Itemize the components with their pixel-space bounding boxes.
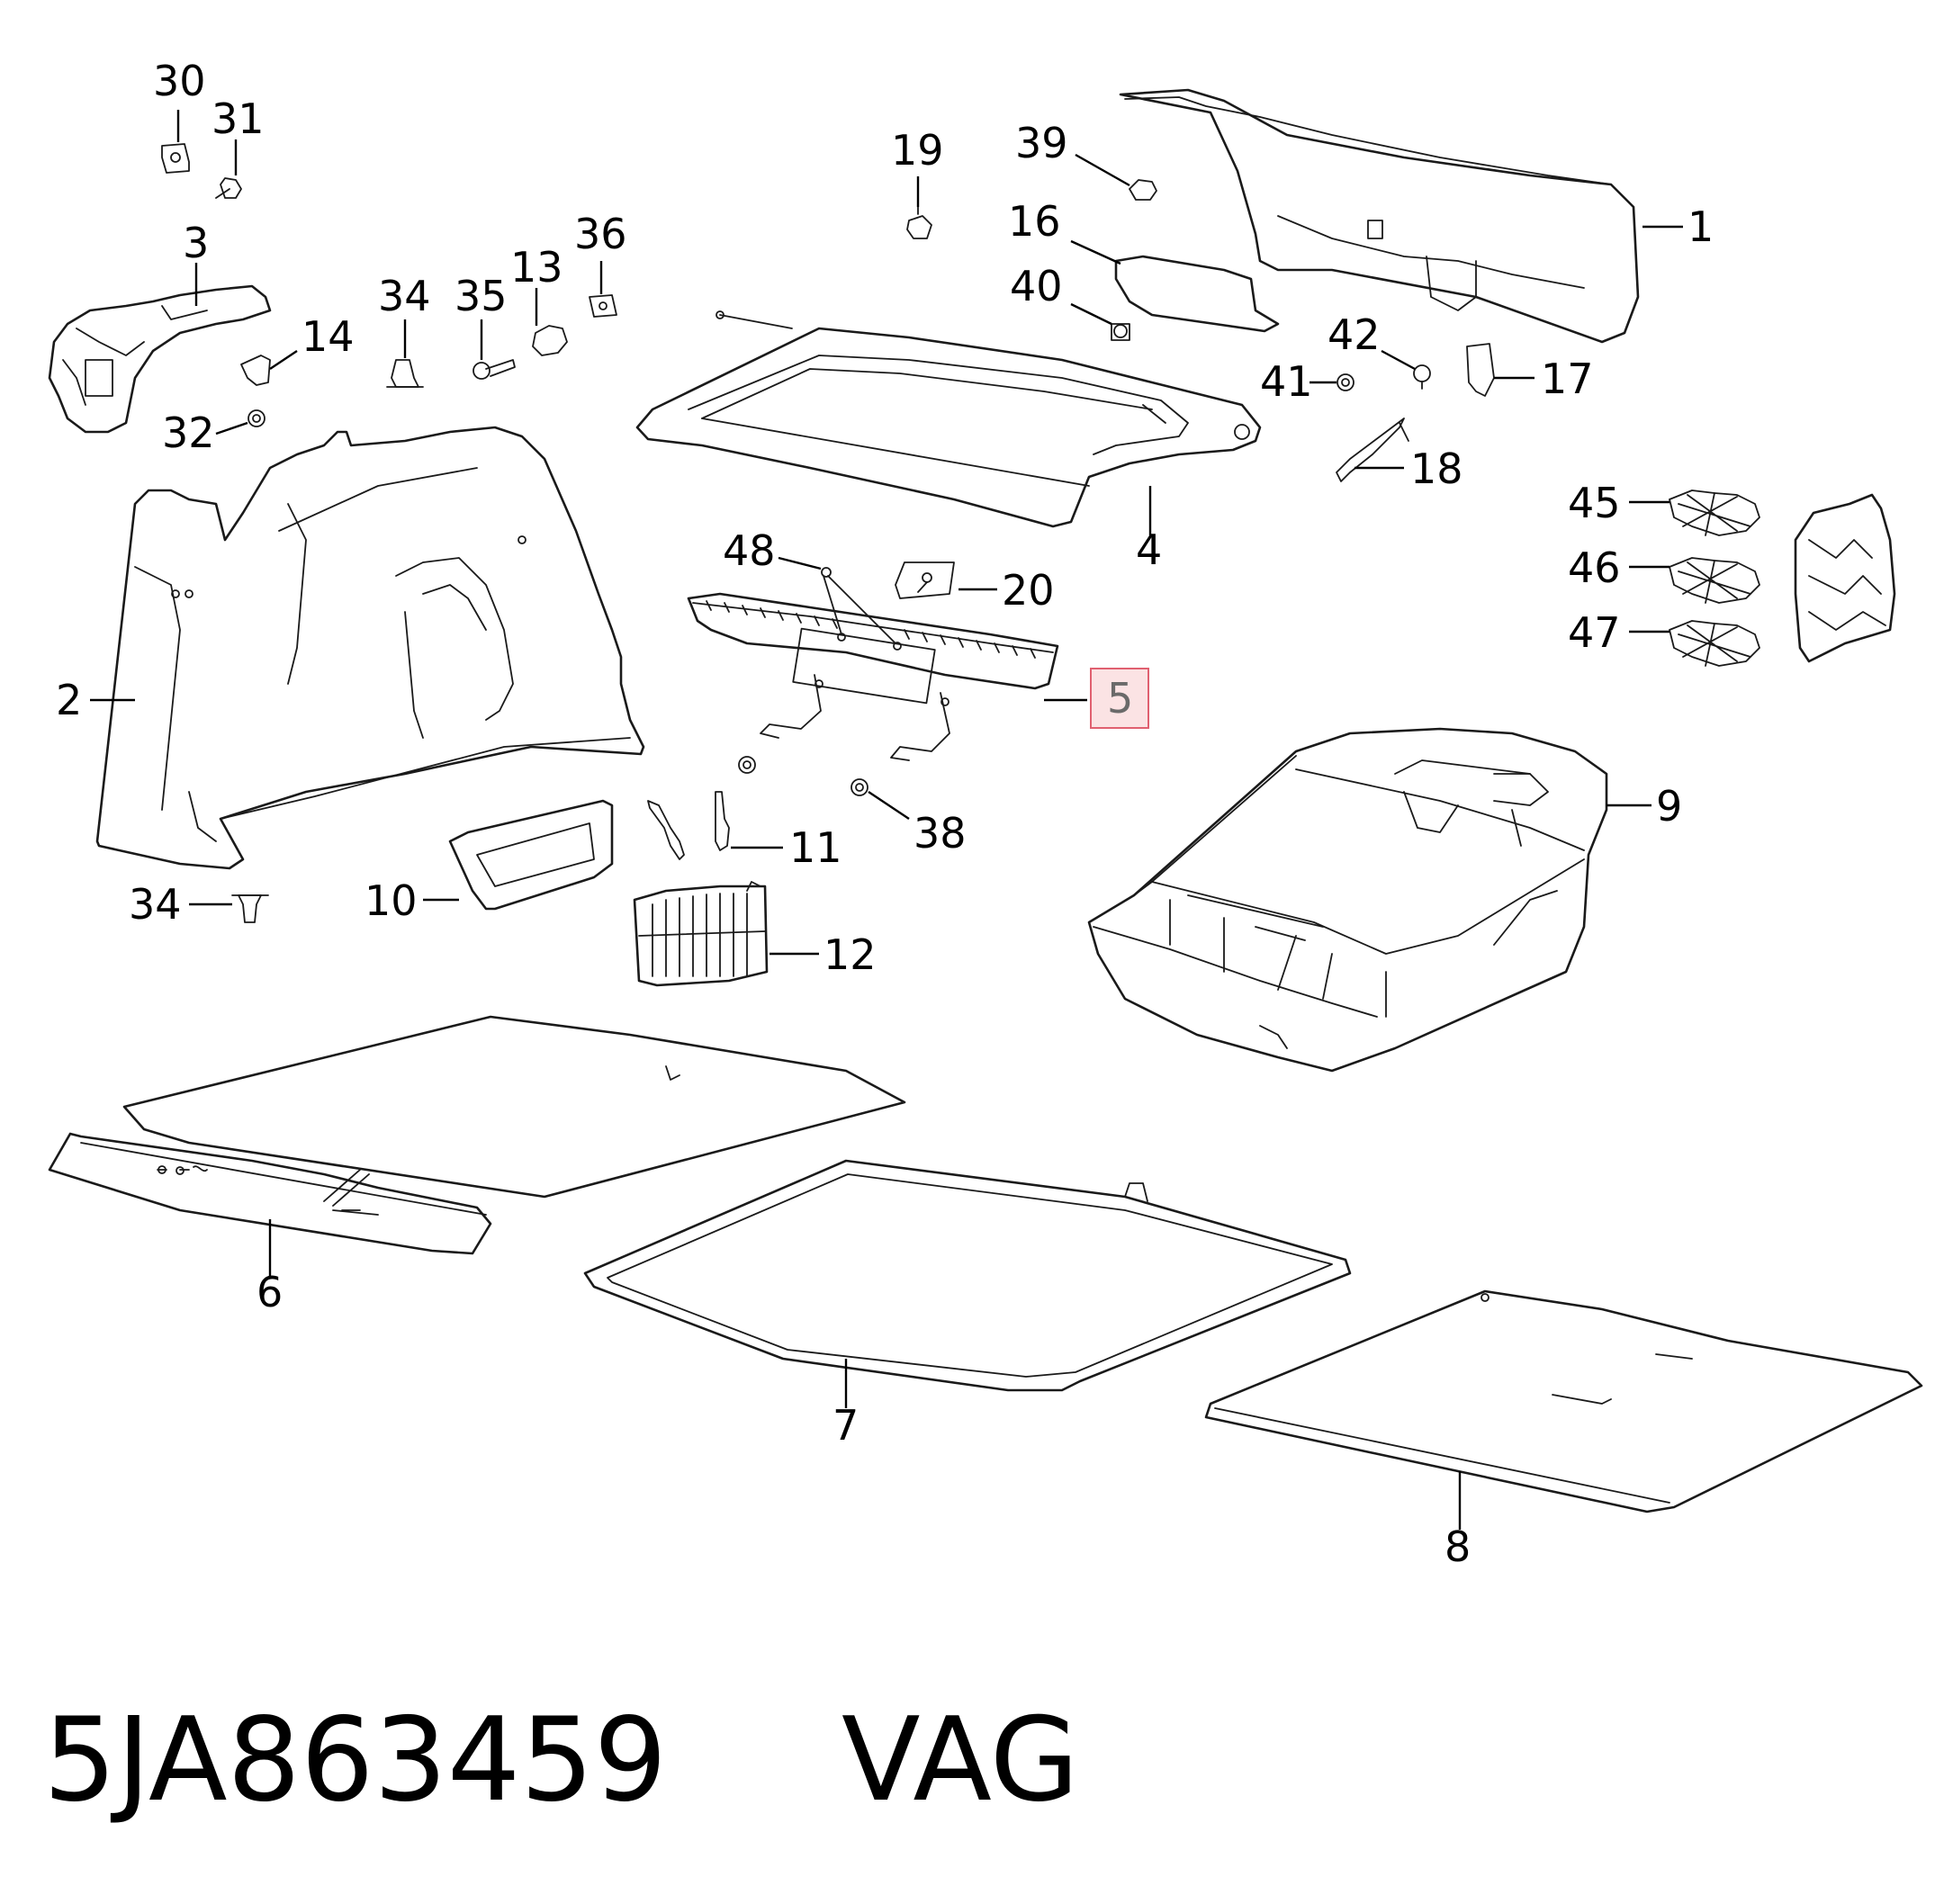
footer-brand: VAG <box>842 1693 1079 1828</box>
callout-9: 9 <box>1656 782 1682 831</box>
callout-17: 17 <box>1541 355 1594 403</box>
floor-cover-upper <box>122 1015 906 1199</box>
part-47-net <box>1669 620 1760 667</box>
part-18-strap <box>1336 418 1409 482</box>
callout-18: 18 <box>1410 445 1463 493</box>
callout-34-top: 34 <box>378 272 431 320</box>
part-7-mat-frame <box>583 1159 1352 1392</box>
callout-13: 13 <box>510 243 563 292</box>
part-46-net <box>1669 557 1760 604</box>
part-4-parcel-shelf <box>635 310 1262 528</box>
part-20-plate <box>895 561 955 599</box>
part-48-clips <box>821 567 902 651</box>
part-13-bumper <box>532 325 568 356</box>
callout-19: 19 <box>891 126 944 175</box>
part-32-nut <box>248 409 266 427</box>
part-31-screw <box>215 177 242 199</box>
part-30-clip-nut <box>161 143 190 174</box>
callout-7: 7 <box>832 1401 859 1450</box>
callout-32: 32 <box>162 409 215 457</box>
callout-14: 14 <box>302 312 355 361</box>
callout-1: 1 <box>1688 202 1714 251</box>
part-2-side-trim <box>95 426 645 870</box>
callout-11: 11 <box>789 823 842 872</box>
part-34-clip-bottom <box>231 894 269 923</box>
part-3-bracket <box>48 284 272 434</box>
callout-39: 39 <box>1015 119 1068 167</box>
callout-47: 47 <box>1568 608 1621 657</box>
part-42-screw <box>1413 364 1431 390</box>
part-40-screw <box>1111 323 1130 341</box>
callout-16: 16 <box>1008 197 1061 246</box>
part-19-clip <box>906 206 932 239</box>
part-41-screw <box>1336 373 1354 391</box>
callout-36: 36 <box>574 210 627 258</box>
callout-34-bottom: 34 <box>129 880 182 929</box>
callout-31: 31 <box>212 94 265 143</box>
callout-5-highlight <box>1090 668 1149 729</box>
part-39-cap <box>1129 179 1157 201</box>
callout-5: 5 <box>1107 674 1133 723</box>
part-11-clips <box>647 791 730 860</box>
part-16-handle <box>1114 255 1280 333</box>
callout-45: 45 <box>1568 479 1621 527</box>
callout-3: 3 <box>183 219 209 267</box>
part-5-cover <box>687 592 1059 761</box>
footer-part-number: 5JA863459 <box>43 1693 667 1828</box>
part-34-clip-top <box>386 359 424 388</box>
part-10-handle-cover <box>448 799 614 911</box>
callout-4: 4 <box>1136 525 1162 574</box>
part-35-bolt <box>472 359 516 380</box>
net-bag <box>1794 493 1896 663</box>
callout-12: 12 <box>824 930 877 979</box>
callout-35: 35 <box>454 272 508 320</box>
part-1-boot-lid-trim <box>1119 88 1640 344</box>
callout-46: 46 <box>1568 543 1621 592</box>
callout-40: 40 <box>1010 262 1063 310</box>
part-9-storage-tray <box>1087 727 1608 1073</box>
part-45-net <box>1669 489 1760 536</box>
part-8-floor-panel <box>1204 1289 1923 1513</box>
callout-20: 20 <box>1002 566 1055 615</box>
part-36-clip-nut <box>589 294 617 318</box>
callout-41: 41 <box>1260 357 1313 406</box>
callout-10: 10 <box>364 876 418 925</box>
callout-30: 30 <box>153 57 206 105</box>
callout-38: 38 <box>914 809 967 858</box>
part-6-sill-panel <box>48 1132 492 1255</box>
part-38-nut <box>850 778 868 796</box>
part-12-net-pocket <box>633 881 769 987</box>
callout-8: 8 <box>1444 1522 1471 1571</box>
callout-6: 6 <box>256 1268 283 1316</box>
fastener-unlabeled <box>738 756 756 774</box>
callout-2: 2 <box>56 676 82 724</box>
callout-48: 48 <box>723 526 776 575</box>
part-17-cover <box>1466 343 1495 397</box>
part-14-clip <box>240 355 271 386</box>
callout-42: 42 <box>1328 310 1381 359</box>
